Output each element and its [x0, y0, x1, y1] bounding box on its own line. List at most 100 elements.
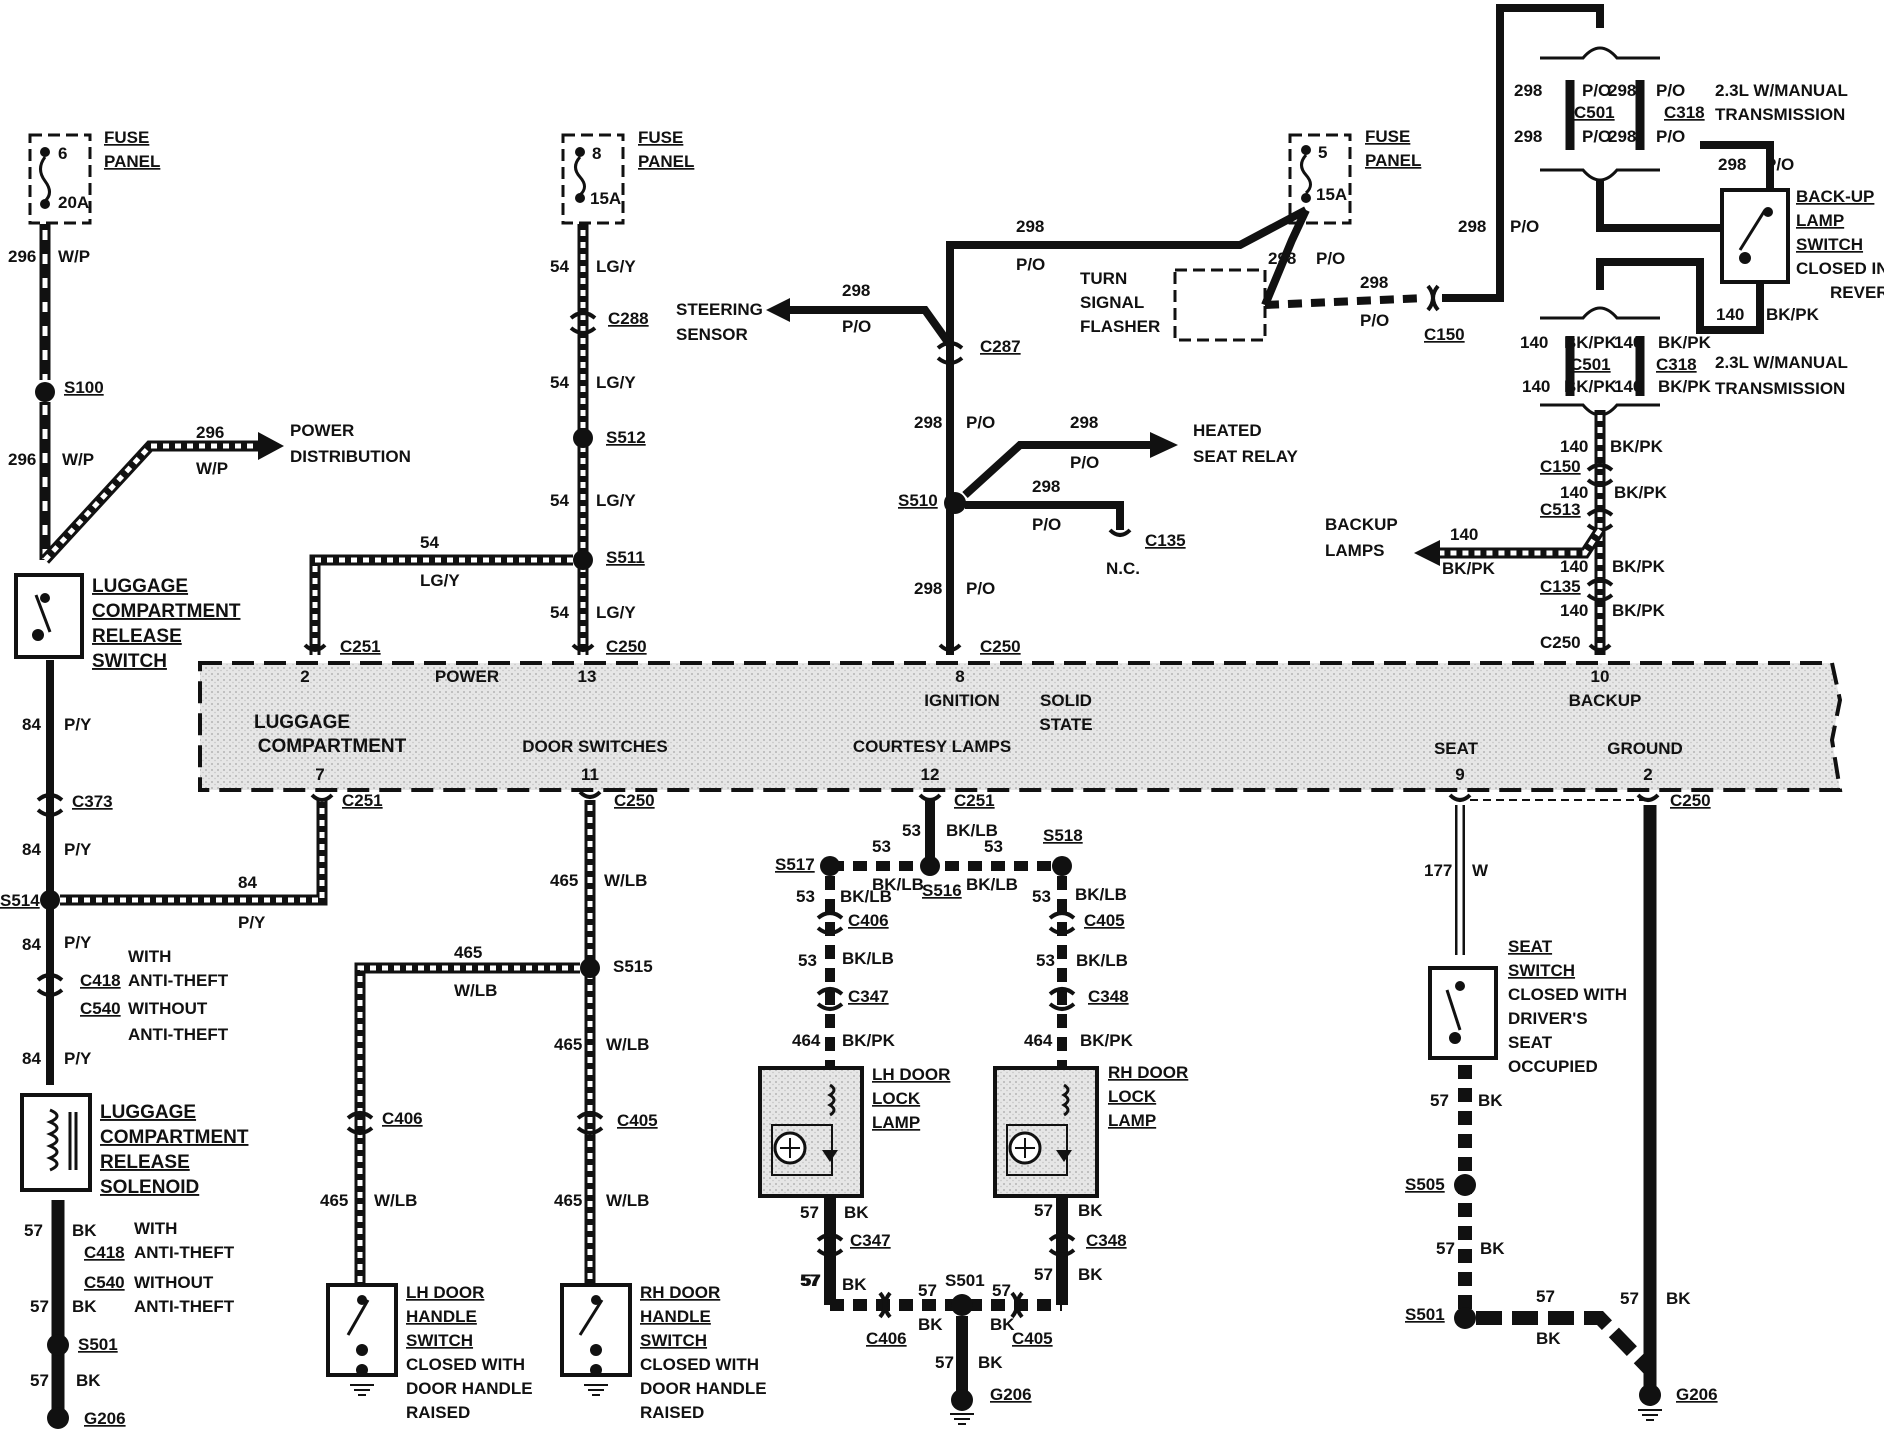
connector-icon [816, 987, 844, 1011]
wire-label: 465 [454, 943, 482, 962]
ignition-circuit: 5 15A FUSE PANEL 298 P/O 298 P/O STEERIN… [676, 127, 1421, 656]
splice-label: S515 [613, 957, 653, 976]
wire-label: BK/PK [1612, 601, 1666, 620]
fuse3-num: 5 [1318, 143, 1327, 162]
ground-label: G206 [990, 1385, 1032, 1404]
wire-label: 298 [1514, 81, 1542, 100]
connector-label: C251 [340, 637, 381, 656]
connector-icon [816, 1233, 844, 1257]
label: COMPARTMENT [92, 601, 241, 622]
label: LAMP [1108, 1111, 1156, 1130]
connector-label: C250 [980, 637, 1021, 656]
wire-label: W/P [196, 459, 228, 478]
wire-label: 54 [550, 373, 569, 392]
wire-label: BK [978, 1353, 1003, 1372]
wire-label: BK/PK [1658, 377, 1712, 396]
wire-label: 57 [30, 1371, 49, 1390]
wire-label: 464 [1024, 1031, 1053, 1050]
wire-label: 84 [22, 715, 41, 734]
ground-label: GROUND [1607, 739, 1683, 758]
wire-label: 140 [1560, 437, 1588, 456]
connector-icon [36, 973, 64, 997]
pin-bottom-7: 7 [315, 765, 324, 784]
label: CLOSED WITH [1508, 985, 1627, 1004]
wire-label: W/LB [606, 1035, 649, 1054]
steering-sensor-line1: STEERING [676, 300, 763, 319]
wire-label: BK [76, 1371, 101, 1390]
splice-label: S501 [945, 1271, 985, 1290]
wire-label: W/LB [604, 871, 647, 890]
label: RH DOOR [640, 1283, 720, 1302]
wire-label: P/O [1316, 249, 1345, 268]
wire-label: 140 [1520, 333, 1548, 352]
label: WITHOUT [134, 1273, 214, 1292]
courtesy-lamps-label: COURTESY LAMPS [853, 737, 1011, 756]
wire-label: 57 [1034, 1201, 1053, 1220]
wire-label: BK [990, 1315, 1015, 1334]
connector-icon [576, 1111, 604, 1135]
wire-label: BK [1078, 1265, 1103, 1284]
splice-label: S514 [0, 891, 40, 910]
wire-label: 140 [1560, 557, 1588, 576]
label: RELEASE [100, 1152, 190, 1173]
wire-label: P/O [1510, 217, 1539, 236]
wire-label: 464 [792, 1031, 821, 1050]
connector-label: C250 [1670, 791, 1711, 810]
wire-label: 53 [872, 837, 891, 856]
splice-s501 [47, 1334, 69, 1356]
label: SWITCH [1796, 235, 1863, 254]
splice-s510 [944, 492, 966, 514]
label: DRIVER'S [1508, 1009, 1588, 1028]
connector-label: C348 [1088, 987, 1129, 1006]
wire-label: 53 [902, 821, 921, 840]
ground-icon [47, 1407, 69, 1429]
wire-label: 84 [22, 840, 41, 859]
connector-label: C406 [382, 1109, 423, 1128]
wire-label: P/O [1016, 255, 1045, 274]
label: HANDLE [640, 1307, 711, 1326]
label: SIGNAL [1080, 293, 1144, 312]
fuse3-rating: 15A [1316, 185, 1347, 204]
wire-label: 57 [30, 1297, 49, 1316]
label: CLOSED IN [1796, 259, 1884, 278]
wire-label: 140 [1614, 377, 1642, 396]
wire-label: P/Y [64, 933, 92, 952]
splice-label: S501 [78, 1335, 118, 1354]
wire-label: BK/PK [1612, 557, 1666, 576]
label: ANTI-THEFT [134, 1297, 235, 1316]
label: BACK-UP [1796, 187, 1874, 206]
ground-icon [951, 1389, 973, 1411]
label: 2.3L W/MANUAL [1715, 81, 1848, 100]
wire-label: P/O [1582, 127, 1611, 146]
wire-label: W/LB [374, 1191, 417, 1210]
fuse3-line1: FUSE [1365, 127, 1410, 146]
backup-label: BACKUP [1569, 691, 1642, 710]
wire-label: BK/PK [1442, 559, 1496, 578]
wire-label: BK [1478, 1091, 1503, 1110]
connector-label: C318 [1664, 103, 1705, 122]
ground-label: G206 [1676, 1385, 1718, 1404]
wire-label: 465 [550, 871, 578, 890]
wire-label: BK/LB [840, 887, 892, 906]
turn-signal-flasher [1173, 268, 1267, 342]
pin-bottom-2: 2 [1643, 765, 1652, 784]
wire-label: 54 [550, 491, 569, 510]
wire-label: 298 [1016, 217, 1044, 236]
connector-label: C540 [84, 1273, 125, 1292]
pin-bottom-9: 9 [1455, 765, 1464, 784]
wire-label: P/O [842, 317, 871, 336]
arrow-icon [1150, 432, 1178, 458]
wire-label: 465 [554, 1035, 582, 1054]
connector-label: C405 [1084, 911, 1125, 930]
label: CLOSED WITH [640, 1355, 759, 1374]
wire-label: 298 [1608, 127, 1636, 146]
wire-label: BK/PK [1658, 333, 1712, 352]
wire-label: 465 [554, 1191, 582, 1210]
door-switch-circuit: C250 465 W/LB S515 465 W/LB C405 465 W/L… [320, 790, 767, 1422]
wire-label: BK/PK [1614, 483, 1668, 502]
pin-top-8: 8 [955, 667, 964, 686]
connector-label: C150 [1424, 325, 1465, 344]
connector-label: C406 [848, 911, 889, 930]
connector-label: C418 [80, 971, 121, 990]
pin-top-13: 13 [578, 667, 597, 686]
